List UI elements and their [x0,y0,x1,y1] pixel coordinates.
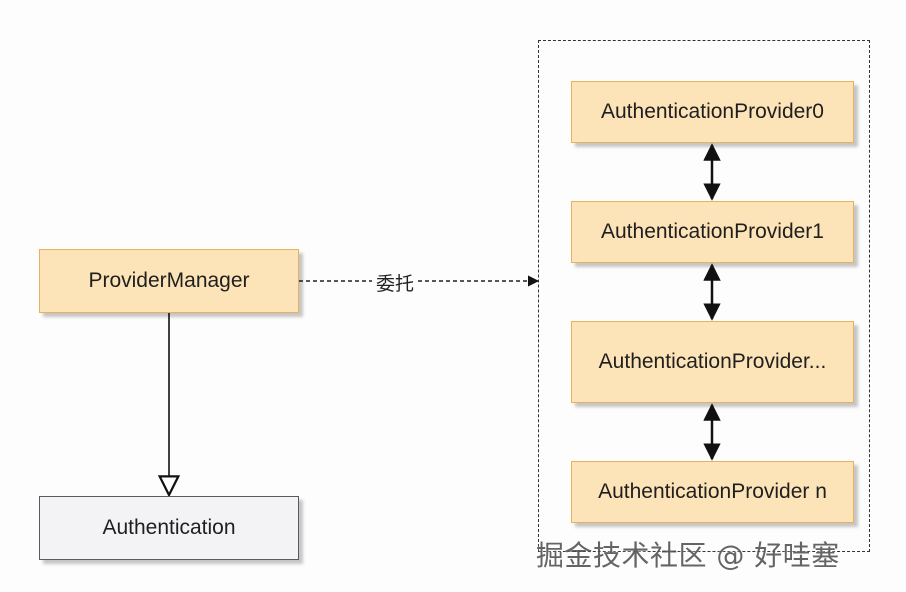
authentication-provider-more-node: AuthenticationProvider... [571,321,854,403]
authentication-provider-1-node: AuthenticationProvider1 [571,201,854,263]
authentication-provider-n-node: AuthenticationProvider n [571,461,854,523]
delegate-edge-label: 委托 [372,272,419,296]
provider-n-label: AuthenticationProvider n [598,480,827,503]
authentication-provider-0-node: AuthenticationProvider0 [571,81,854,143]
provider-chain-group [538,40,870,552]
provider-more-label: AuthenticationProvider... [598,350,827,373]
provider-1-label: AuthenticationProvider1 [601,220,824,243]
watermark: 掘金技术社区 @ 好哇塞 [536,539,840,572]
provider-manager-node: ProviderManager [39,249,299,313]
authentication-label: Authentication [102,516,236,539]
authentication-node: Authentication [39,496,299,560]
provider-manager-label: ProviderManager [88,269,250,292]
provider-0-label: AuthenticationProvider0 [601,100,824,123]
